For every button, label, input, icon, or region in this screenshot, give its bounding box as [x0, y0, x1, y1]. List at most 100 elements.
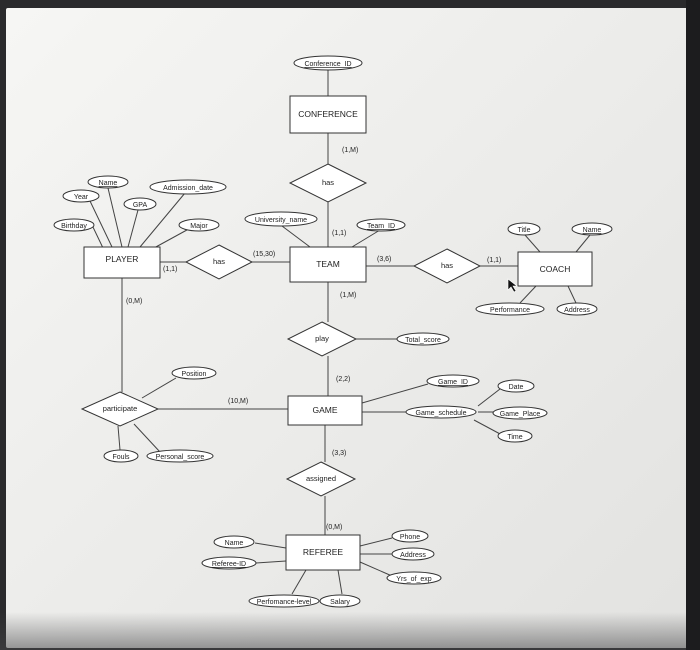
- mouse-cursor-icon: [507, 278, 518, 293]
- relationship-team-has-coach: has: [412, 248, 482, 284]
- entity-team: TEAM: [289, 246, 367, 283]
- edge-participate-personal: [133, 423, 161, 453]
- attribute-birthday: Birthday: [53, 218, 95, 232]
- edge-coach-performance: [519, 285, 537, 304]
- relationship-player-has-label: has: [213, 257, 225, 266]
- edge-player-year: [89, 200, 113, 248]
- attribute-university-name-label: University_name: [255, 217, 307, 224]
- edge-referee-salary: [337, 569, 343, 595]
- entity-game-label: GAME: [312, 405, 337, 415]
- attribute-fouls-label: Fouls: [112, 454, 130, 461]
- attribute-referee-phone: Phone: [391, 529, 429, 543]
- attribute-coach-title: Title: [507, 222, 541, 236]
- attribute-total-score-label: Total_score: [405, 337, 441, 344]
- cardinality-team-from-player: (15,30): [253, 251, 275, 258]
- attribute-admission-date-label: Admission_date: [163, 185, 213, 192]
- attribute-referee-name-label: Name: [225, 540, 244, 547]
- edge-team-university: [281, 225, 311, 248]
- cardinality-game-participate: (10,M): [228, 398, 248, 405]
- attribute-personal-score-label: Personal_score: [156, 454, 205, 461]
- edge-team-id: [351, 229, 381, 248]
- relationship-assigned-label: assigned: [306, 474, 336, 483]
- attribute-referee-phone-label: Phone: [400, 534, 420, 541]
- edge-player-name: [107, 187, 123, 248]
- edge-coach-name: [575, 234, 591, 253]
- attribute-coach-name: Name: [571, 222, 613, 236]
- entity-conference: CONFERENCE: [289, 95, 367, 134]
- entity-conference-label: CONFERENCE: [298, 109, 358, 119]
- cardinality-player-has: (1,1): [163, 266, 177, 273]
- cardinality-game-play: (2,2): [336, 376, 350, 383]
- attribute-player-name: Name: [87, 175, 129, 189]
- attribute-time-label: Time: [507, 434, 522, 441]
- cardinality-player-participate: (0,M): [126, 298, 142, 305]
- relationship-team-has-coach-label: has: [441, 261, 453, 270]
- attribute-coach-address: Address: [556, 302, 598, 316]
- attribute-player-name-label: Name: [99, 180, 118, 187]
- attribute-coach-name-label: Name: [583, 227, 602, 234]
- edge-coach-address: [567, 285, 577, 304]
- attribute-year-label: Year: [74, 194, 89, 201]
- attribute-position: Position: [171, 366, 217, 380]
- attribute-coach-title-label: Title: [518, 227, 531, 234]
- edge-player-admission: [139, 192, 186, 248]
- attribute-referee-id: Referee-ID: [201, 556, 257, 570]
- attribute-university-name: University_name: [244, 211, 318, 227]
- entity-coach: COACH: [517, 251, 593, 287]
- attribute-coach-performance-label: Performance: [490, 307, 530, 314]
- edge-coach-title: [524, 234, 541, 253]
- attribute-major-label: Major: [190, 223, 208, 230]
- attribute-date: Date: [497, 379, 535, 393]
- attribute-year: Year: [62, 189, 100, 203]
- entity-referee: REFEREE: [285, 534, 361, 571]
- attribute-game-place: Game_Place: [492, 406, 548, 420]
- attribute-date-label: Date: [509, 384, 524, 391]
- relationship-play: play: [286, 321, 358, 357]
- relationship-participate: participate: [80, 391, 160, 427]
- edge-game-id: [361, 383, 429, 404]
- entity-team-label: TEAM: [316, 259, 340, 269]
- edge-participate-fouls: [117, 425, 121, 451]
- edge-schedule-time: [473, 419, 503, 436]
- photo-bottom-shadow: [0, 612, 700, 650]
- cardinality-coach-has: (1,1): [487, 257, 501, 264]
- edge-schedule-date: [477, 388, 501, 407]
- attribute-fouls: Fouls: [103, 449, 139, 463]
- edge-referee-id: [255, 560, 287, 564]
- attribute-yrs-of-exp: Yrs_of_exp: [386, 571, 442, 585]
- attribute-team-id: Team_ID: [356, 218, 406, 232]
- entity-player: PLAYER: [83, 246, 161, 279]
- entity-referee-label: REFEREE: [303, 547, 343, 557]
- entity-coach-label: COACH: [540, 264, 571, 274]
- edge-referee-perflevel: [291, 569, 307, 595]
- cardinality-team-from-conf: (1,1): [332, 230, 346, 237]
- cardinality-team-coach: (3,6): [377, 256, 391, 263]
- entity-game: GAME: [287, 395, 363, 426]
- edge-referee-yrs: [359, 561, 393, 577]
- edge-player-gpa: [127, 209, 139, 248]
- attribute-referee-address-label: Address: [400, 552, 426, 559]
- attribute-referee-name: Name: [213, 535, 255, 549]
- cardinality-game-assigned: (3,3): [332, 450, 346, 457]
- edge-referee-phone: [359, 537, 393, 547]
- attribute-game-place-label: Game_Place: [500, 411, 541, 418]
- cardinality-conference-has: (1,M): [342, 147, 358, 154]
- attribute-game-id: Game_ID: [426, 374, 480, 388]
- attribute-game-id-label: Game_ID: [438, 379, 468, 386]
- attribute-game-schedule-label: Game_schedule: [416, 410, 467, 417]
- attribute-total-score: Total_score: [396, 332, 450, 346]
- attribute-salary: Salary: [319, 594, 361, 608]
- attribute-salary-label: Salary: [330, 599, 350, 606]
- attribute-coach-performance: Performance: [475, 302, 545, 316]
- relationship-participate-label: participate: [103, 404, 138, 413]
- attribute-time: Time: [497, 429, 533, 443]
- attribute-gpa: GPA: [123, 197, 157, 211]
- attribute-birthday-label: Birthday: [61, 223, 87, 230]
- entity-player-label: PLAYER: [106, 254, 139, 264]
- attribute-coach-address-label: Address: [564, 307, 590, 314]
- attribute-major: Major: [178, 218, 220, 232]
- attribute-referee-id-label: Referee-ID: [212, 561, 246, 568]
- relationship-play-label: play: [315, 334, 329, 343]
